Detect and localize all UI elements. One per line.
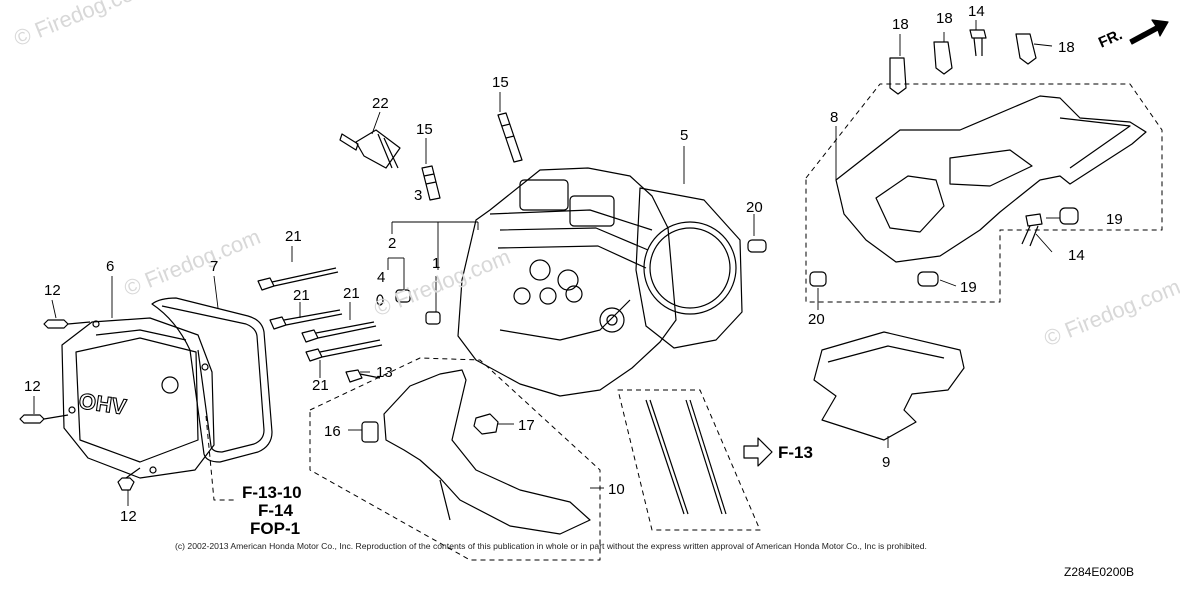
valve-small-parts — [376, 289, 441, 325]
head-gasket — [635, 187, 743, 349]
label-part-12-bottom: 12 — [120, 508, 137, 525]
label-part-19-bottom: 19 — [960, 279, 977, 296]
clip-18-a — [889, 57, 907, 95]
label-part-20-bottom: 20 — [808, 311, 825, 328]
label-part-8: 8 — [830, 109, 839, 126]
label-part-14-top: 14 — [968, 3, 985, 20]
dashed-boxes — [205, 83, 1163, 561]
rubber-19-bottom — [917, 271, 939, 287]
label-part-21-a: 21 — [285, 228, 302, 245]
bolt-12-left — [19, 414, 69, 424]
bolt-13 — [345, 369, 381, 383]
collar-16 — [361, 421, 379, 443]
label-part-18-a: 18 — [892, 16, 909, 33]
bolt-14-top — [969, 29, 987, 57]
front-direction-arrow — [1129, 19, 1169, 45]
label-part-9: 9 — [882, 454, 891, 471]
cylinder-head-cover — [61, 317, 215, 479]
label-part-13: 13 — [376, 364, 393, 381]
bolt-21-c — [301, 321, 377, 343]
label-part-12-top: 12 — [44, 282, 61, 299]
bolt-12-bottom — [117, 467, 141, 491]
label-part-6: 6 — [106, 258, 115, 275]
ref-fop1: FOP-1 — [250, 519, 301, 538]
stud-15-left — [421, 165, 441, 201]
stud-15-right — [497, 112, 523, 163]
heat-insulator — [813, 331, 965, 441]
cover-gasket — [151, 297, 273, 463]
label-part-21-d: 21 — [312, 377, 329, 394]
ref-f14: F-14 — [258, 501, 293, 520]
push-rods — [645, 399, 727, 515]
label-part-17: 17 — [518, 417, 535, 434]
label-part-21-c: 21 — [343, 285, 360, 302]
label-part-18-b: 18 — [936, 10, 953, 27]
dowel-20-top — [747, 239, 767, 253]
cylinder-head — [457, 167, 677, 397]
label-part-7: 7 — [210, 258, 219, 275]
clip-18-c — [1015, 33, 1037, 65]
rubber-19-top — [1059, 207, 1079, 225]
bolt-14-right — [1021, 213, 1043, 247]
label-part-12-left: 12 — [24, 378, 41, 395]
diagram-code: Z284E0200B — [1064, 565, 1135, 579]
label-part-2: 2 — [388, 235, 397, 252]
clip-18-b — [933, 41, 953, 75]
nut-17 — [473, 413, 499, 435]
f13-arrow — [743, 437, 773, 467]
dowel-20-bottom — [809, 271, 827, 287]
ref-f13: F-13 — [778, 443, 813, 462]
label-part-20-top: 20 — [746, 199, 763, 216]
bolt-12-top — [43, 319, 91, 329]
ref-f13-10: F-13-10 — [242, 483, 302, 502]
label-part-22: 22 — [372, 95, 389, 112]
label-part-3: 3 — [414, 187, 423, 204]
spark-plug — [339, 129, 401, 169]
bracket — [383, 369, 591, 535]
bolt-21-b — [269, 309, 343, 330]
leader-lines — [33, 20, 1060, 506]
label-part-21-b: 21 — [293, 287, 310, 304]
label-part-14-right: 14 — [1068, 247, 1085, 264]
copyright-notice: (c) 2002-2013 American Honda Motor Co., … — [175, 541, 927, 551]
label-part-15-left: 15 — [416, 121, 433, 138]
label-part-16: 16 — [324, 423, 341, 440]
label-part-1: 1 — [432, 255, 441, 272]
label-part-19-top: 19 — [1106, 211, 1123, 228]
label-part-15-right: 15 — [492, 74, 509, 91]
head-shroud — [835, 95, 1147, 263]
label-part-4: 4 — [377, 269, 386, 286]
label-part-5: 5 — [680, 127, 689, 144]
label-part-10: 10 — [608, 481, 625, 498]
bolt-21-a — [257, 267, 339, 291]
bolt-21-d — [305, 339, 383, 362]
label-part-18-c: 18 — [1058, 39, 1075, 56]
